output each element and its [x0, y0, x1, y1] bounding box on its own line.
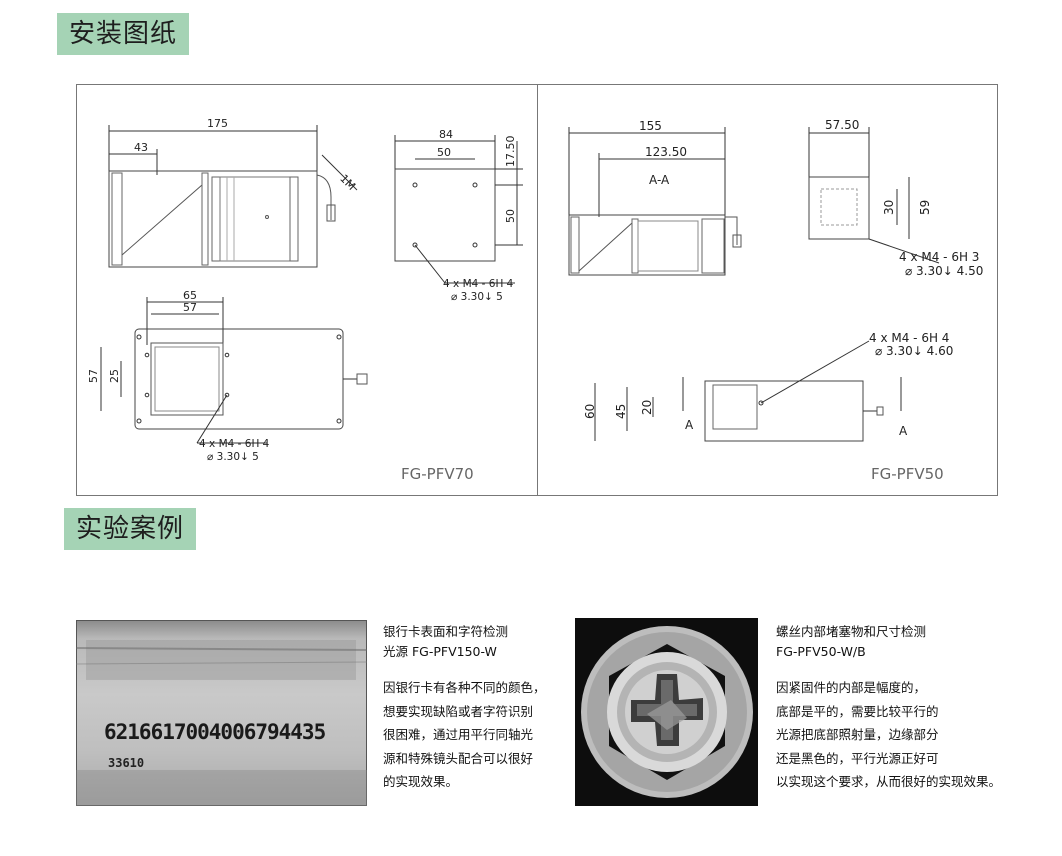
case2-desc-line: 因紧固件的内部是幅度的，: [776, 680, 927, 695]
card-small-number: 33610: [108, 756, 145, 770]
case1-desc-line: 源和特殊镜头配合可以很好: [383, 750, 534, 766]
dim-20: 20: [640, 400, 654, 415]
section-label: A-A: [649, 173, 670, 187]
side-note-1: 4 x M4 - 6H 4: [443, 278, 514, 290]
dim-45: 45: [614, 404, 628, 419]
dim-84: 84: [439, 128, 453, 141]
case1-photo: 6216617004006794435 33610: [75, 619, 368, 807]
section-title-cases: 实验案例: [64, 508, 197, 550]
front-note-2: ⌀ 3.30↓ 5: [207, 451, 259, 463]
dim-175: 175: [207, 117, 228, 130]
side-note-2: ⌀ 3.30↓ 5: [451, 291, 503, 303]
case1-title-2: 光源 FG-PFV150-W: [383, 644, 497, 659]
case1-desc-line: 因银行卡有各种不同的颜色，: [383, 680, 546, 695]
right-side-view: [808, 127, 940, 264]
dim-65: 65: [183, 289, 197, 302]
bottom-note-1: 4 x M4 - 6H 4: [869, 331, 949, 345]
case2-photo-art: [581, 626, 753, 798]
dim-25-v: 25: [108, 369, 121, 383]
case2-title-2: FG-PFV50-W/B: [776, 644, 866, 659]
case1-title-1: 银行卡表面和字符检测: [383, 624, 509, 639]
right-side-note-2: ⌀ 3.30↓ 4.50: [905, 264, 983, 278]
case1-photo-art: [75, 619, 368, 807]
right-bottom-view: [594, 340, 902, 442]
dim-50-h: 50: [437, 146, 451, 159]
bottom-note-2: ⌀ 3.30↓ 4.60: [875, 344, 953, 358]
case2-desc-line: 以实现这个要求，从而很好的实现效果。: [776, 774, 1002, 789]
section-marker-right: A: [899, 424, 908, 438]
dim-30: 30: [882, 200, 896, 215]
right-section-view: [568, 127, 742, 276]
dim-60: 60: [583, 404, 597, 419]
case1-desc-line: 很困难，通过用平行同轴光: [383, 727, 534, 742]
front-note-1: 4 x M4 - 6H 4: [199, 438, 270, 450]
case1-desc-line: 想要实现缺陷或者字符识别: [383, 703, 534, 719]
right-side-note-1: 4 x M4 - 6H 3: [899, 250, 979, 264]
dim-17-50: 17.50: [504, 136, 517, 168]
dim-1m: 1M: [337, 172, 358, 193]
card-number: 6216617004006794435: [104, 720, 326, 744]
model-label-left: FG-PFV70: [401, 465, 474, 483]
technical-drawing: 175 43 1M 84 50 17.50 50 4 x M4 - 6H 4 ⌀…: [87, 117, 983, 463]
left-side-view: [394, 135, 523, 284]
dim-50-v: 50: [504, 209, 517, 223]
dim-123-50: 123.50: [645, 145, 687, 159]
left-front-view: [100, 297, 368, 444]
case2-desc-line: 底部是平的，需要比较平行的: [776, 703, 939, 719]
dim-43: 43: [134, 141, 148, 154]
case2-photo: [575, 618, 758, 806]
panel-divider: [537, 85, 538, 495]
left-top-view: [108, 125, 358, 268]
case2-text: 螺丝内部堵塞物和尺寸检测 FG-PFV50-W/B 因紧固件的内部是幅度的， 底…: [776, 622, 1001, 794]
dim-57-50: 57.50: [825, 118, 859, 132]
section-marker-left: A: [685, 418, 694, 432]
dim-57-h: 57: [183, 301, 197, 314]
case1-text: 银行卡表面和字符检测 光源 FG-PFV150-W 因银行卡有各种不同的颜色， …: [383, 622, 546, 794]
model-label-right: FG-PFV50: [871, 465, 944, 483]
dim-57-v: 57: [87, 369, 100, 383]
case2-title-1: 螺丝内部堵塞物和尺寸检测: [776, 624, 927, 639]
dim-59: 59: [918, 200, 932, 215]
case2-desc-line: 还是黑色的，平行光源正好可: [776, 750, 939, 766]
section-title-install: 安装图纸: [57, 13, 190, 55]
case1-desc-line: 的实现效果。: [383, 774, 459, 789]
drawing-panel: 175 43 1M 84 50 17.50 50 4 x M4 - 6H 4 ⌀…: [76, 84, 998, 496]
case2-desc-line: 光源把底部照射量，边缘部分: [776, 727, 939, 742]
dim-155: 155: [639, 119, 662, 133]
